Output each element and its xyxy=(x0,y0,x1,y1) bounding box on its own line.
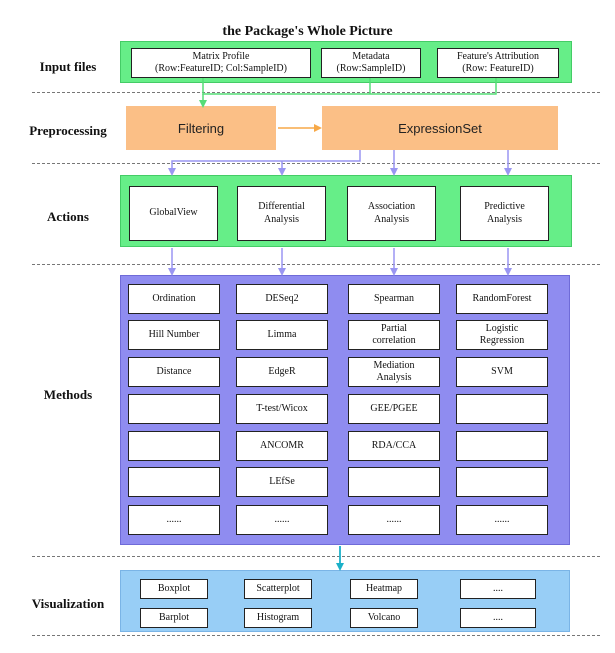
visualization-cell: Heatmap xyxy=(350,579,418,599)
method-cell: RDA/CCA xyxy=(348,431,440,461)
visualization-cell: Barplot xyxy=(140,608,208,628)
row-label-actions: Actions xyxy=(47,209,89,224)
method-cell xyxy=(456,467,548,497)
method-cell: Limma xyxy=(236,320,328,350)
row-label-methods: Methods xyxy=(43,387,93,402)
expressionset-to-actions-arrows xyxy=(168,150,512,176)
action-differential-analysis: Differential Analysis xyxy=(237,186,326,241)
method-cell: LEfSe xyxy=(236,467,328,497)
row-label-input-files: Input files xyxy=(39,59,97,74)
method-cell xyxy=(128,431,220,461)
method-cell: EdgeR xyxy=(236,357,328,387)
method-cell: ...... xyxy=(128,505,220,535)
method-cell xyxy=(456,394,548,424)
method-cell: DESeq2 xyxy=(236,284,328,314)
action-association-analysis: Association Analysis xyxy=(347,186,436,241)
separator xyxy=(32,92,600,93)
method-cell: Hill Number xyxy=(128,320,220,350)
action-globalview: GlobalView xyxy=(129,186,218,241)
filtering-box: Filtering xyxy=(126,106,276,150)
separator xyxy=(32,635,600,636)
row-label-preprocessing: Preprocessing xyxy=(29,123,107,138)
visualization-cell: .... xyxy=(460,608,536,628)
method-cell: ...... xyxy=(348,505,440,535)
method-cell xyxy=(128,467,220,497)
method-cell: Partial correlation xyxy=(348,320,440,350)
method-cell xyxy=(348,467,440,497)
visualization-cell: Scatterplot xyxy=(244,579,312,599)
input-feature-attribution: Feature's Attribution (Row: FeatureID) xyxy=(437,48,559,78)
visualization-cell: Histogram xyxy=(244,608,312,628)
diagram-title: the Package's Whole Picture xyxy=(222,24,393,39)
method-cell: Spearman xyxy=(348,284,440,314)
method-cell: ...... xyxy=(456,505,548,535)
method-cell: Logistic Regression xyxy=(456,320,548,350)
visualization-cell: Boxplot xyxy=(140,579,208,599)
row-label-visualization: Visualization xyxy=(31,596,105,611)
expressionset-box: ExpressionSet xyxy=(322,106,558,150)
method-cell: Mediation Analysis xyxy=(348,357,440,387)
method-cell: RandomForest xyxy=(456,284,548,314)
action-predictive-analysis: Predictive Analysis xyxy=(460,186,549,241)
method-cell: ...... xyxy=(236,505,328,535)
input-metadata: Metadata (Row:SampleID) xyxy=(321,48,421,78)
actions-to-methods-arrows xyxy=(168,248,512,276)
visualization-cell: .... xyxy=(460,579,536,599)
visualization-cell: Volcano xyxy=(350,608,418,628)
method-cell xyxy=(456,431,548,461)
method-cell: GEE/PGEE xyxy=(348,394,440,424)
separator xyxy=(32,556,600,557)
method-cell: Ordination xyxy=(128,284,220,314)
input-matrix-profile: Matrix Profile (Row:FeatureID; Col:Sampl… xyxy=(131,48,311,78)
method-cell: SVM xyxy=(456,357,548,387)
method-cell: Distance xyxy=(128,357,220,387)
method-cell: T-test/Wicox xyxy=(236,394,328,424)
method-cell: ANCOMR xyxy=(236,431,328,461)
method-cell xyxy=(128,394,220,424)
separator xyxy=(32,264,600,265)
separator xyxy=(32,163,600,164)
